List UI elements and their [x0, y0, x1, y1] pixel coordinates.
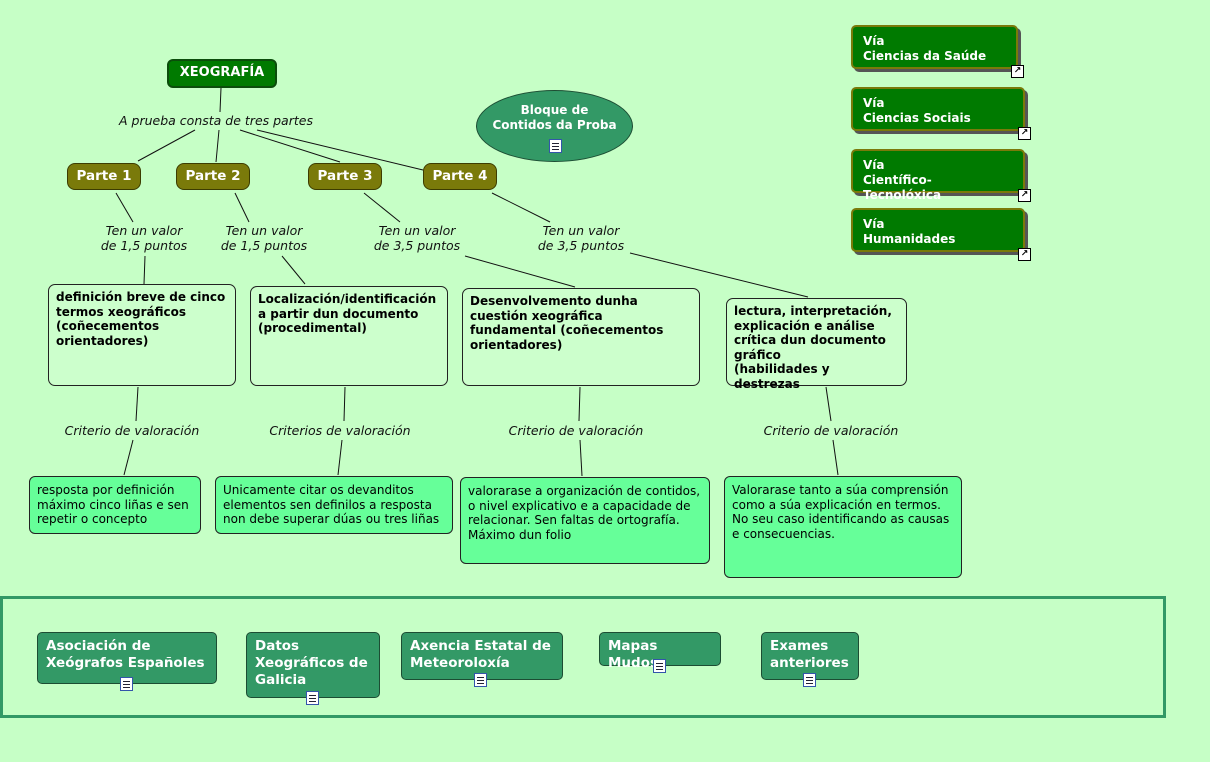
- resources-frame: [0, 596, 1166, 718]
- document-icon[interactable]: [120, 677, 133, 691]
- parte-1-criterion[interactable]: resposta por definición máximo cinco liñ…: [29, 476, 201, 534]
- parte-4-criterion[interactable]: Valorarase tanto a súa comprensión como …: [724, 476, 962, 578]
- resource-label: Exames anteriores: [770, 638, 849, 671]
- via-cientifico-tecnoloxica[interactable]: Vía Científico- Tecnolóxica ↗: [851, 149, 1031, 202]
- resource-label: Datos Xeográficos de Galicia: [255, 638, 368, 688]
- resource-xeografos-espanoles[interactable]: Asociación de Xeógrafos Españoles: [37, 632, 217, 691]
- document-icon[interactable]: [549, 139, 562, 153]
- main-title-node[interactable]: XEOGRAFÍA: [167, 59, 277, 88]
- via-ciencias-saude[interactable]: Vía Ciencias da Saúde ↗: [851, 25, 1024, 78]
- bloque-contidos-node[interactable]: Bloque de Contidos da Proba: [476, 90, 633, 162]
- via-ciencias-sociais[interactable]: Vía Ciencias Sociais ↗: [851, 87, 1031, 140]
- parte-3-criterion[interactable]: valorarase a organización de contidos, o…: [460, 477, 710, 564]
- parte-1-content[interactable]: definición breve de cinco termos xeográf…: [48, 284, 236, 386]
- external-link-icon[interactable]: ↗: [1018, 127, 1031, 140]
- parte-1-node[interactable]: Parte 1: [67, 163, 141, 190]
- parte-3-node[interactable]: Parte 3: [308, 163, 382, 190]
- parte-4-node[interactable]: Parte 4: [423, 163, 497, 190]
- via-label: Humanidades: [863, 232, 956, 246]
- parte-2-criterion[interactable]: Unicamente citar os devanditos elementos…: [215, 476, 453, 534]
- intro-label: A prueba consta de tres partes: [119, 113, 313, 128]
- via-label: Ciencias Sociais: [863, 111, 971, 125]
- parte-3-criterion-label: Criterio de valoración: [508, 423, 644, 438]
- parte-1-criterion-label: Criterio de valoración: [64, 423, 200, 438]
- resource-label: Mapas Mudos: [608, 638, 659, 671]
- external-link-icon[interactable]: ↗: [1018, 248, 1031, 261]
- parte-2-value-label: Ten un valor de 1,5 puntos: [220, 223, 308, 253]
- document-icon[interactable]: [306, 691, 319, 705]
- parte-3-content[interactable]: Desenvolvemento dunha cuestión xeográfic…: [462, 288, 700, 386]
- document-icon[interactable]: [653, 659, 666, 673]
- resource-meteoroloxia[interactable]: Axencia Estatal de Meteoroloxía: [401, 632, 563, 687]
- resource-label: Asociación de Xeógrafos Españoles: [46, 638, 205, 671]
- document-icon[interactable]: [803, 673, 816, 687]
- parte-1-value-label: Ten un valor de 1,5 puntos: [100, 223, 188, 253]
- resource-label: Axencia Estatal de Meteoroloxía: [410, 638, 551, 671]
- parte-2-criterion-label: Criterios de valoración: [269, 423, 411, 438]
- resource-exames-anteriores[interactable]: Exames anteriores: [761, 632, 859, 687]
- via-label: Ciencias da Saúde: [863, 49, 987, 63]
- via-humanidades[interactable]: Vía Humanidades ↗: [851, 208, 1031, 261]
- via-label-prefix: Vía: [863, 217, 885, 231]
- external-link-icon[interactable]: ↗: [1018, 189, 1031, 202]
- main-title: XEOGRAFÍA: [179, 65, 265, 80]
- via-label-prefix: Vía: [863, 96, 885, 110]
- parte-4-value-label: Ten un valor de 3,5 puntos: [537, 223, 625, 253]
- via-label: Científico- Tecnolóxica: [863, 173, 942, 202]
- resource-datos-galicia[interactable]: Datos Xeográficos de Galicia: [246, 632, 380, 705]
- document-icon[interactable]: [474, 673, 487, 687]
- resource-mapas-mudos[interactable]: Mapas Mudos: [599, 632, 721, 673]
- parte-4-content[interactable]: lectura, interpretación, explicación e a…: [726, 298, 907, 391]
- parte-2-content[interactable]: Localización/identificación a partir dun…: [250, 286, 448, 386]
- parte-2-node[interactable]: Parte 2: [176, 163, 250, 190]
- via-label-prefix: Vía: [863, 34, 885, 48]
- external-link-icon[interactable]: ↗: [1011, 65, 1024, 78]
- bloque-contidos-label: Bloque de Contidos da Proba: [492, 103, 617, 132]
- via-label-prefix: Vía: [863, 158, 885, 172]
- parte-3-value-label: Ten un valor de 3,5 puntos: [373, 223, 461, 253]
- parte-4-criterion-label: Criterio de valoración: [763, 423, 899, 438]
